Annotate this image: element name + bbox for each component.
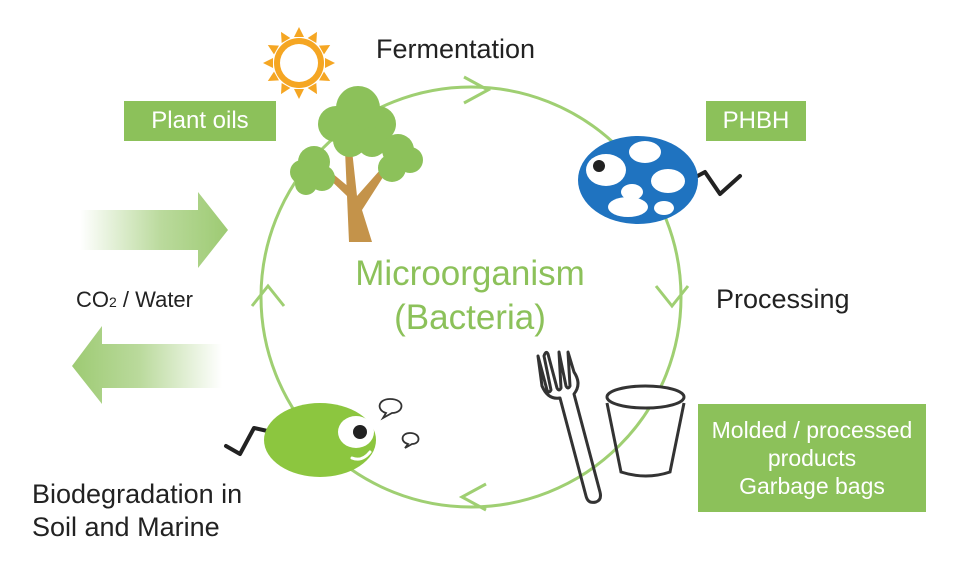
phbh-text: PHBH — [722, 107, 790, 134]
cup-icon — [605, 384, 686, 478]
products-line-1: Molded / processed — [711, 417, 913, 443]
processing-label: Processing — [716, 284, 850, 314]
cycle-chevrons — [250, 75, 690, 512]
center-label: Microorganism (Bacteria) — [300, 252, 640, 340]
plant-oils-text: Plant oils — [151, 107, 249, 134]
biodegradation-label: Biodegradation in Soil and Marine — [32, 478, 242, 544]
fermentation-label: Fermentation — [376, 34, 536, 64]
blue-bacterium-icon — [578, 136, 742, 224]
phbh-box: PHBH — [706, 101, 806, 141]
products-line-2: products — [767, 445, 857, 471]
biodegradation-line-1: Biodegradation in — [32, 479, 243, 509]
fork-icon — [536, 350, 602, 504]
sun-icon — [263, 27, 335, 99]
chevron-left — [250, 283, 286, 307]
co2-water-label: CO2 / Water — [76, 287, 193, 313]
co2-suffix: / Water — [116, 287, 193, 312]
products-line-3: Garbage bags — [739, 473, 885, 499]
center-line-1: Microorganism — [355, 254, 585, 293]
speech-bubble-icon — [378, 398, 420, 449]
center-line-2: (Bacteria) — [394, 298, 546, 337]
chevron-bottom — [458, 482, 487, 512]
arrow-in-right — [80, 192, 228, 268]
plant-oils-box: Plant oils — [124, 101, 276, 141]
chevron-top — [463, 75, 492, 105]
green-bacterium-icon — [224, 403, 376, 477]
co2-prefix: CO — [76, 287, 109, 312]
arrow-out-left — [72, 326, 222, 404]
tree-icon — [290, 86, 423, 242]
chevron-right — [654, 285, 690, 309]
co2-subscript: 2 — [109, 294, 117, 310]
products-box: Molded / processed products Garbage bags — [698, 404, 926, 512]
biodegradation-line-2: Soil and Marine — [32, 512, 220, 542]
